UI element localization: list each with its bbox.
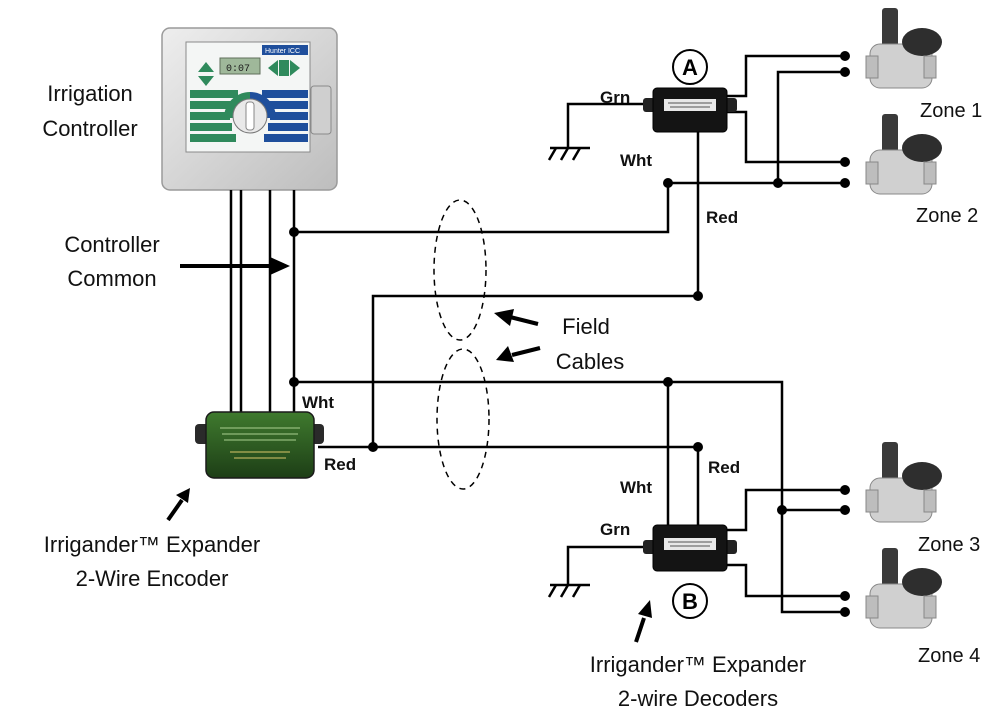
zone-3-label: Zone 3 xyxy=(918,534,980,556)
zone-2-label: Zone 2 xyxy=(916,205,978,227)
decoder-b xyxy=(643,524,737,572)
label-controller-line2: Controller xyxy=(42,116,137,141)
wire-label-a-wht: Wht xyxy=(620,151,652,170)
label-encoder-line1: Irrigander™ Expander xyxy=(44,532,260,557)
valve-zone-4 xyxy=(865,548,942,629)
label-field-line2: Cables xyxy=(556,349,624,374)
pointer-arrows xyxy=(166,257,652,643)
irrigation-controller: Hunter ICC 0:07 xyxy=(161,27,338,191)
label-common-line2: Common xyxy=(67,266,156,291)
junction-dots xyxy=(289,51,850,617)
wire-label-a-red: Red xyxy=(706,208,738,227)
field-cable-markers xyxy=(433,199,490,490)
label-field-line1: Field xyxy=(562,314,610,339)
wire-label-b-grn: Grn xyxy=(600,520,630,539)
zone-1-label: Zone 1 xyxy=(920,100,982,122)
decoder-a xyxy=(643,87,737,133)
zone-4-label: Zone 4 xyxy=(918,645,980,667)
wire-label-b-wht: Wht xyxy=(620,478,652,497)
marker-a-letter: A xyxy=(682,55,698,80)
expander-encoder xyxy=(195,411,324,479)
wire-label-a-grn: Grn xyxy=(600,88,630,107)
controller-brand-text: Hunter ICC xyxy=(265,48,300,55)
marker-a: A xyxy=(672,49,708,85)
wire-label-b-red: Red xyxy=(708,458,740,477)
label-common-line1: Controller xyxy=(64,232,159,257)
valve-zone-1 xyxy=(865,8,942,89)
label-decoders-line1: Irrigander™ Expander xyxy=(590,652,806,677)
marker-b: B xyxy=(672,583,708,619)
label-decoders-line2: 2-wire Decoders xyxy=(618,686,778,711)
wire-label-enc-wht: Wht xyxy=(302,393,334,412)
wire-label-enc-red: Red xyxy=(324,455,356,474)
valve-zone-3 xyxy=(865,442,942,523)
valve-zone-2 xyxy=(865,114,942,195)
label-controller-line1: Irrigation xyxy=(47,81,133,106)
controller-display-text: 0:07 xyxy=(226,64,250,75)
marker-b-letter: B xyxy=(682,589,698,614)
label-encoder-line2: 2-Wire Encoder xyxy=(76,566,229,591)
